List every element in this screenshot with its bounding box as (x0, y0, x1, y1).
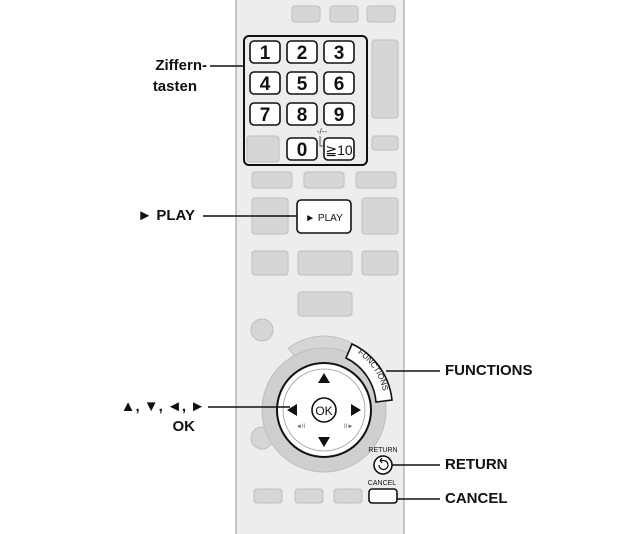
play-button-label: ► PLAY (305, 213, 343, 224)
right-arrow-icon[interactable] (351, 404, 361, 416)
number-key-8-label: 8 (297, 105, 308, 126)
number-key-0[interactable] (286, 137, 318, 161)
row-button[interactable] (297, 291, 353, 317)
keypad-frame (243, 35, 368, 166)
number-key-2-label: 2 (297, 43, 308, 64)
return-button-caption: RETURN (368, 447, 397, 454)
row-button[interactable] (303, 171, 345, 189)
number-key-5[interactable] (286, 71, 318, 95)
ok-button-label: OK (315, 404, 332, 418)
callout-cancel: CANCEL (445, 490, 508, 507)
left-arrow-icon[interactable] (287, 404, 297, 416)
right-skip-glyph: II► (344, 424, 353, 430)
ten-plus-key-label: ≧10 (325, 142, 353, 158)
dash-symbol: -/-- (317, 127, 328, 136)
number-key-9[interactable] (323, 102, 355, 126)
cancel-button-caption: CANCEL (368, 480, 397, 487)
top-button[interactable] (329, 5, 359, 23)
row-button[interactable] (361, 250, 399, 276)
number-key-3-label: 3 (334, 43, 345, 64)
number-key-4-label: 4 (260, 74, 271, 95)
number-key-3[interactable] (323, 40, 355, 64)
row-button[interactable] (251, 171, 293, 189)
callout-ziffern-line1: Ziffern- (155, 57, 207, 74)
callout-play: ► PLAY (137, 207, 195, 224)
callout-ziffern-line2: tasten (152, 78, 197, 95)
number-key-1[interactable] (249, 40, 281, 64)
functions-button[interactable] (344, 342, 393, 403)
number-key-8[interactable] (286, 102, 318, 126)
callout-arrows: ▲, ▼, ◄, ► (120, 398, 205, 415)
callout-functions: FUNCTIONS (445, 362, 533, 379)
number-key-6[interactable] (323, 71, 355, 95)
side-button[interactable] (246, 135, 280, 163)
callout-ok: OK (172, 418, 196, 435)
cancel-button[interactable] (368, 488, 398, 504)
row-button[interactable] (251, 250, 289, 276)
bottom-button[interactable] (253, 488, 283, 504)
number-key-9-label: 9 (334, 105, 345, 126)
number-key-6-label: 6 (334, 74, 345, 95)
side-button[interactable] (361, 197, 399, 235)
bottom-button[interactable] (294, 488, 324, 504)
number-keys: 1 2 3 4 5 6 7 8 9 0 ≧10 -/-- (249, 40, 355, 161)
number-key-5-label: 5 (297, 74, 308, 95)
number-key-7[interactable] (249, 102, 281, 126)
side-button[interactable] (371, 135, 399, 151)
down-arrow-icon[interactable] (318, 437, 330, 447)
dash-bracket (319, 136, 324, 147)
number-key-4[interactable] (249, 71, 281, 95)
up-arrow-icon[interactable] (318, 373, 330, 383)
number-key-2[interactable] (286, 40, 318, 64)
number-key-7-label: 7 (260, 105, 271, 126)
callout-return: RETURN (445, 456, 508, 473)
top-button[interactable] (366, 5, 396, 23)
top-button[interactable] (291, 5, 321, 23)
number-key-1-label: 1 (260, 43, 271, 64)
side-button[interactable] (371, 39, 399, 119)
direction-pad-inner (282, 368, 366, 452)
round-button[interactable] (250, 318, 274, 342)
ten-plus-key[interactable] (323, 137, 355, 161)
bottom-button[interactable] (333, 488, 363, 504)
number-key-0-label: 0 (297, 140, 308, 161)
ok-button[interactable] (311, 397, 337, 423)
return-button[interactable] (373, 455, 393, 475)
row-button[interactable] (355, 171, 397, 189)
left-skip-glyph: ◄II (296, 424, 306, 430)
row-button[interactable] (297, 250, 353, 276)
return-icon (378, 457, 389, 471)
